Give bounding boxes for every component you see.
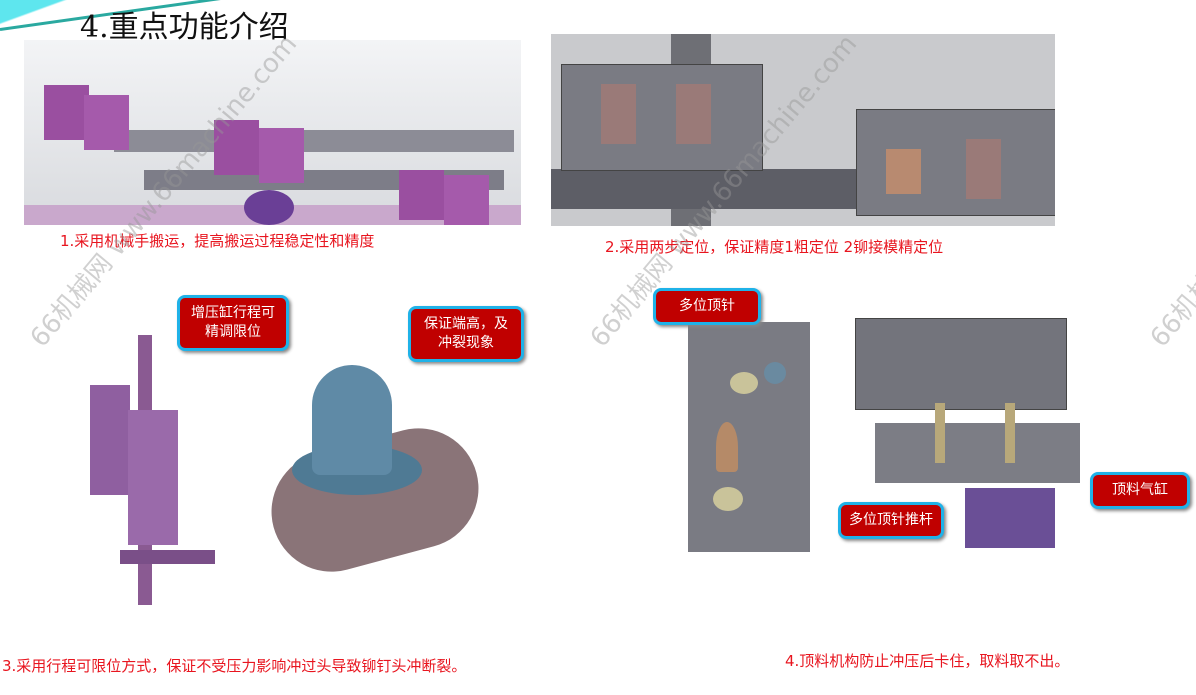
page-title: 4.重点功能介绍 — [80, 10, 289, 45]
image-robot-gripper — [24, 40, 521, 225]
image-ejector-detail — [688, 322, 810, 552]
caption-1: 1.采用机械手搬运，提高搬运过程稳定性和精度 — [60, 232, 375, 250]
callout-height: 保证端高，及冲裂现象 — [408, 306, 524, 362]
callout-ejector-cylinder: 顶料气缸 — [1090, 472, 1190, 509]
callout-ejector-pins: 多位顶针 — [653, 288, 761, 325]
image-two-step-positioning — [551, 34, 1055, 226]
callout-booster: 增压缸行程可精调限位 — [177, 295, 289, 351]
caption-3: 3.采用行程可限位方式，保证不受压力影响冲过头导致铆钉头冲断裂。 — [2, 657, 467, 675]
caption-2: 2.采用两步定位，保证精度1粗定位 2铆接模精定位 — [605, 238, 944, 256]
watermark: 66机械网 www.66machine.com — [1144, 29, 1196, 354]
callout-ejector-rod: 多位顶针推杆 — [838, 502, 944, 539]
caption-4: 4.顶料机构防止冲压后卡住，取料取不出。 — [785, 652, 1070, 670]
